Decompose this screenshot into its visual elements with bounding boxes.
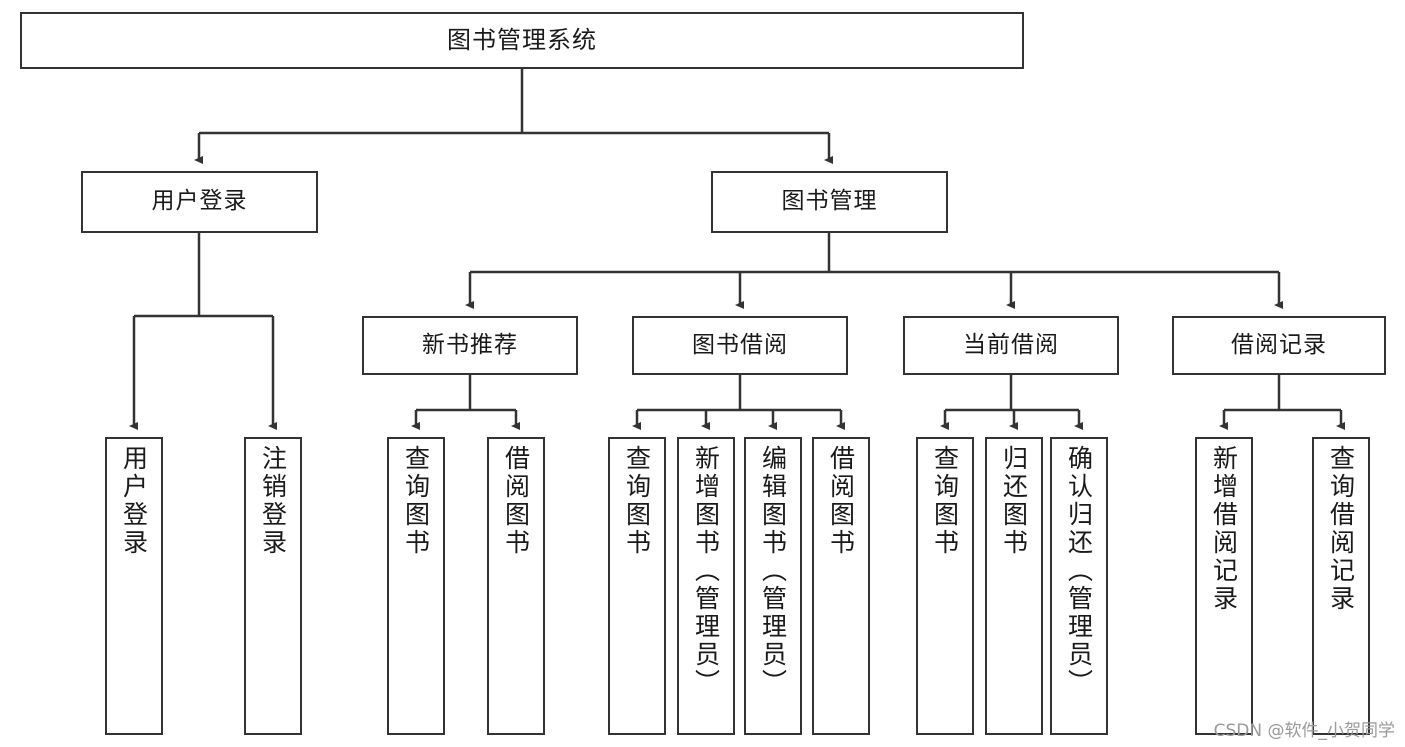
node-user-login[interactable]: 用户登录 — [81, 171, 318, 233]
node-leaf-query-book-2-label: 查询图书 — [622, 445, 652, 557]
node-borrow-record-label: 借阅记录 — [1231, 331, 1327, 358]
node-borrow-record[interactable]: 借阅记录 — [1172, 316, 1386, 375]
node-current-borrow[interactable]: 当前借阅 — [903, 316, 1119, 375]
node-book-borrow[interactable]: 图书借阅 — [632, 316, 848, 375]
node-leaf-add-book-label: 新增图书（管理员） — [691, 445, 721, 697]
node-leaf-confirm-return[interactable]: 确认归还（管理员） — [1050, 437, 1108, 735]
watermark: CSDN @软件_小贺同学 — [1213, 721, 1395, 741]
node-leaf-borrow-book-1-label: 借阅图书 — [501, 445, 531, 557]
node-root[interactable]: 图书管理系统 — [20, 12, 1024, 69]
node-book-borrow-label: 图书借阅 — [692, 331, 788, 358]
node-leaf-borrow-book-2[interactable]: 借阅图书 — [812, 437, 870, 735]
node-leaf-query-book-1[interactable]: 查询图书 — [387, 437, 445, 735]
node-leaf-return-book[interactable]: 归还图书 — [985, 437, 1043, 735]
node-leaf-add-book[interactable]: 新增图书（管理员） — [677, 437, 735, 735]
node-leaf-return-book-label: 归还图书 — [999, 445, 1029, 557]
node-leaf-query-record[interactable]: 查询借阅记录 — [1312, 437, 1370, 735]
node-leaf-borrow-book-1[interactable]: 借阅图书 — [487, 437, 545, 735]
node-book-manage[interactable]: 图书管理 — [711, 171, 948, 233]
node-leaf-add-record-label: 新增借阅记录 — [1209, 445, 1239, 613]
node-current-borrow-label: 当前借阅 — [963, 331, 1059, 358]
node-leaf-add-record[interactable]: 新增借阅记录 — [1195, 437, 1253, 735]
node-leaf-edit-book-label: 编辑图书（管理员） — [758, 445, 788, 697]
node-leaf-query-book-3-label: 查询图书 — [930, 445, 960, 557]
node-leaf-user-login-label: 用户登录 — [119, 445, 149, 557]
node-leaf-borrow-book-2-label: 借阅图书 — [826, 445, 856, 557]
node-leaf-edit-book[interactable]: 编辑图书（管理员） — [744, 437, 802, 735]
node-new-book-recommend[interactable]: 新书推荐 — [362, 316, 578, 375]
node-new-book-recommend-label: 新书推荐 — [422, 331, 518, 358]
node-leaf-confirm-return-label: 确认归还（管理员） — [1064, 445, 1094, 697]
node-leaf-query-book-1-label: 查询图书 — [401, 445, 431, 557]
node-leaf-query-book-2[interactable]: 查询图书 — [608, 437, 666, 735]
node-root-label: 图书管理系统 — [447, 26, 597, 55]
node-leaf-logout-label: 注销登录 — [258, 445, 288, 557]
node-leaf-query-record-label: 查询借阅记录 — [1326, 445, 1356, 613]
node-user-login-label: 用户登录 — [151, 188, 248, 215]
node-leaf-user-login[interactable]: 用户登录 — [105, 437, 163, 735]
node-book-manage-label: 图书管理 — [781, 188, 878, 215]
node-leaf-query-book-3[interactable]: 查询图书 — [916, 437, 974, 735]
node-leaf-logout[interactable]: 注销登录 — [244, 437, 302, 735]
